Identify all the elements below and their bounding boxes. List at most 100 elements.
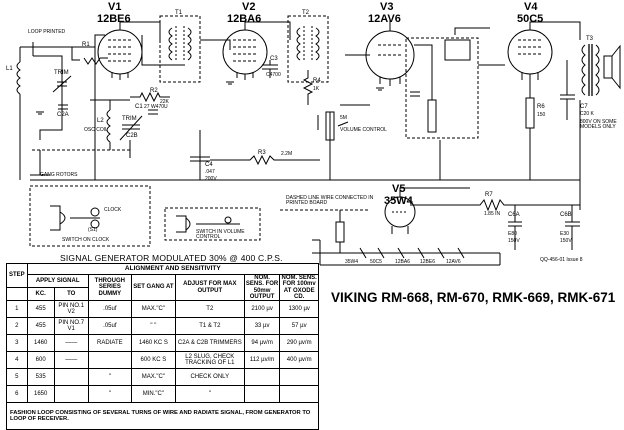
r4-value: 1K <box>313 86 320 92</box>
table-cell: MAX."C" <box>130 300 176 319</box>
c4-value: .047 <box>205 169 215 175</box>
loop-label: LOOP PRINTED <box>28 29 66 35</box>
r2-resistor <box>130 91 170 103</box>
c4-label: C4 <box>205 162 213 168</box>
table-cell: 600 <box>26 351 55 370</box>
table-cell: T2 <box>174 300 245 319</box>
table-cell: 1650 <box>26 385 55 404</box>
c7-label: C7 <box>580 104 588 110</box>
page-title: VIKING RM-668, RM-670, RMK-669, RMK-671 <box>331 290 616 305</box>
volume-switch-inset-box <box>164 207 261 241</box>
table-cell: " <box>174 385 245 404</box>
heater-12be6: 12BE6 <box>420 259 436 265</box>
table-cell: .05uf <box>87 317 132 336</box>
c7-value: C20 K <box>580 111 594 117</box>
alignment-table: STEP ALIGNMENT AND SENSITIVITY APPLY SIG… <box>6 262 320 430</box>
c6a-volts: 150V <box>508 238 520 244</box>
pc-module-box <box>405 37 479 139</box>
v3-type: 12AV6 <box>368 13 401 25</box>
table-cell: 57 µv <box>279 317 319 336</box>
volume-control-pot <box>325 111 335 141</box>
table-cell: 290 µv/m <box>279 334 319 353</box>
table-cell: 2100 µv <box>243 300 281 319</box>
table-cell: L2 SLUG, CHECK TRACKING OF L1 <box>174 351 245 370</box>
table-cell: 5 <box>6 368 28 387</box>
c1-label: C1 <box>135 104 143 110</box>
v1-type: 12BE6 <box>97 13 131 25</box>
table-cell: 600 KC S <box>130 351 176 370</box>
table-cell: 1460 <box>26 334 55 353</box>
t2-label: T2 <box>302 10 310 16</box>
t1-transformer-can <box>159 15 201 83</box>
c6a-label: C6A <box>508 212 520 218</box>
col-kc: KC. <box>26 287 55 302</box>
loop-antenna-coil <box>16 61 21 95</box>
trim-label: TRIM <box>54 70 69 76</box>
r3-value: 2.2M <box>281 151 293 157</box>
c7-note: 800V ON SOME MODELS ONLY <box>580 119 617 130</box>
drawing-number: QQ-456-01 Issue 8 <box>540 257 583 263</box>
table-cell: 4 <box>6 351 28 370</box>
c6b-capacitor <box>565 221 580 227</box>
osc-coil-l2 <box>106 109 111 143</box>
r6-label: R6 <box>537 104 545 110</box>
c6b-label: C6B <box>560 212 572 218</box>
table-cell <box>279 385 319 404</box>
c6a-capacitor <box>508 221 522 227</box>
r4-resistor <box>302 70 314 105</box>
table-cell <box>53 368 89 387</box>
tube-v4 <box>507 29 553 75</box>
t3-label: T3 <box>586 36 594 42</box>
r3-resistor <box>210 154 320 166</box>
speaker-icon <box>603 55 613 79</box>
v2-type: 12BA6 <box>227 13 262 25</box>
table-cell <box>53 385 89 404</box>
table-cell: —— <box>53 351 89 370</box>
table-cell: 535 <box>26 368 55 387</box>
v2-label: V2 <box>242 1 256 13</box>
table-note: FASHION LOOP CONSISTING OF SEVERAL TURNS… <box>6 402 319 430</box>
table-cell <box>87 351 132 370</box>
c6a-value: E80 <box>508 231 517 237</box>
col-set-gang: SET GANG AT <box>130 273 176 302</box>
clock-label: CLOCK <box>104 207 122 213</box>
tube-v2 <box>222 29 268 75</box>
volume-control-label: VOLUME CONTROL <box>340 127 387 133</box>
table-cell: CHECK ONLY <box>174 368 245 387</box>
c2a-label: C2A <box>57 112 69 118</box>
tube-v1 <box>97 29 143 75</box>
table-cell: 1 <box>6 300 28 319</box>
c7-capacitor <box>560 94 575 100</box>
r6-resistor <box>525 97 535 129</box>
table-cell <box>279 368 319 387</box>
table-cell: 1300 µv <box>279 300 319 319</box>
r1-resistor <box>83 57 101 65</box>
table-cell: " <box>87 385 132 404</box>
table-cell: MAX."C" <box>130 368 176 387</box>
gang-rotors-label: GANG ROTORS <box>40 172 78 178</box>
r5-resistor <box>427 99 437 133</box>
heater-12av6: 12AV6 <box>446 259 461 265</box>
v4-type: 50C5 <box>517 13 544 25</box>
table-cell: 3 <box>6 334 28 353</box>
signal-generator-heading: SIGNAL GENERATOR MODULATED 30% @ 400 C.P… <box>60 253 283 263</box>
switch-volume-label: SWITCH IN VOLUME CONTROL <box>196 229 245 240</box>
table-cell <box>243 368 281 387</box>
table-cell: 112 µv/m <box>243 351 281 370</box>
switch-on-clock-label: SWITCH ON CLOCK <box>62 237 110 243</box>
c6b-value: E30 <box>560 231 569 237</box>
table-cell: 400 µv/m <box>279 351 319 370</box>
table-cell: MIN."C" <box>130 385 176 404</box>
table-cell: 455 <box>26 317 55 336</box>
col-nom-sens-50: NOM. SENS. FOR 50mw OUTPUT <box>243 273 281 302</box>
table-cell: PIN NO.1 V2 <box>53 300 89 319</box>
table-cell: T1 & T2 <box>174 317 245 336</box>
table-cell: 33 µv <box>243 317 281 336</box>
r3-label: R3 <box>258 150 266 156</box>
col-apply-signal: APPLY SIGNAL <box>26 273 89 289</box>
table-cell: " " <box>130 317 176 336</box>
volume-value-label: 5M <box>340 115 347 121</box>
